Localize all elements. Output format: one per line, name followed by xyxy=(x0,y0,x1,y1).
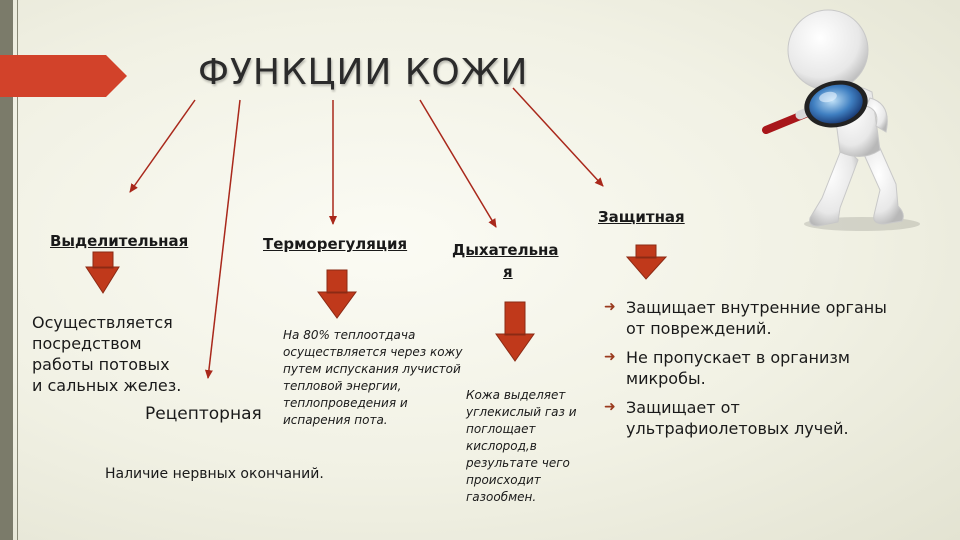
heading-respiratory: Дыхательна xyxy=(452,241,559,259)
thermo-line-2: осуществляется через кожу xyxy=(283,345,463,359)
thermo-line-5: теплопроведения и xyxy=(283,396,408,410)
protective-bullet-1: ➜ Защищает внутренние органы от поврежде… xyxy=(604,297,904,339)
page-title: ФУНКЦИИ КОЖИ xyxy=(198,52,529,93)
arrow-to-respiratory xyxy=(419,99,497,228)
thermo-line-1: На 80% теплоотдача xyxy=(283,328,416,342)
arrow-right-icon: ➜ xyxy=(604,299,616,315)
respiratory-line-5: результате чего xyxy=(466,456,570,470)
title-banner xyxy=(0,55,127,97)
respiratory-line-4: кислород,в xyxy=(466,439,537,453)
protective-bullet-2: ➜ Не пропускает в организм микробы. xyxy=(604,347,904,389)
receptor-label: Рецепторная xyxy=(145,404,262,424)
respiratory-line-6: происходит xyxy=(466,473,541,487)
heading-excretory: Выделительная xyxy=(50,232,189,250)
excretory-line-3: работы потовых xyxy=(32,355,170,374)
respiratory-line-2: углекислый газ и xyxy=(466,405,577,419)
thermo-line-4: тепловой энергии, xyxy=(283,379,402,393)
respiratory-line-3: поглощает xyxy=(466,422,536,436)
arrow-to-protective xyxy=(512,87,604,187)
protective-bullet-3: ➜ Защищает от ультрафиолетовых лучей. xyxy=(604,397,904,439)
heading-thermo: Терморегуляция xyxy=(263,235,408,253)
heading-respiratory-end: я xyxy=(503,263,513,281)
excretory-line-4: и сальных желез. xyxy=(32,376,182,395)
side-line xyxy=(17,0,18,540)
thermo-line-3: путем испускания лучистой xyxy=(283,362,461,376)
block-arrow-3 xyxy=(495,301,535,362)
block-arrow-4 xyxy=(625,244,668,280)
respiratory-line-1: Кожа выделяет xyxy=(466,388,566,402)
protective-bullet-1-text: Защищает внутренние органы от повреждени… xyxy=(626,298,887,338)
thermo-line-6: испарения пота. xyxy=(283,413,388,427)
excretory-line-2: посредством xyxy=(32,334,142,353)
arrow-to-receptor xyxy=(204,99,241,379)
respiratory-line-7: газообмен. xyxy=(466,490,537,504)
arrow-right-icon: ➜ xyxy=(604,399,616,415)
excretory-line-1: Осуществляется xyxy=(32,313,173,332)
arrow-to-excretory xyxy=(129,99,196,193)
side-bar xyxy=(0,0,13,540)
arrow-right-icon: ➜ xyxy=(604,349,616,365)
protective-bullet-2-text: Не пропускает в организм микробы. xyxy=(626,348,850,388)
protective-bullet-3-text: Защищает от ультрафиолетовых лучей. xyxy=(626,398,849,438)
block-arrow-2 xyxy=(317,269,357,319)
receptor-text: Наличие нервных окончаний. xyxy=(105,466,324,482)
protective-bullet-list: ➜ Защищает внутренние органы от поврежде… xyxy=(604,297,904,447)
heading-protective: Защитная xyxy=(598,208,685,226)
